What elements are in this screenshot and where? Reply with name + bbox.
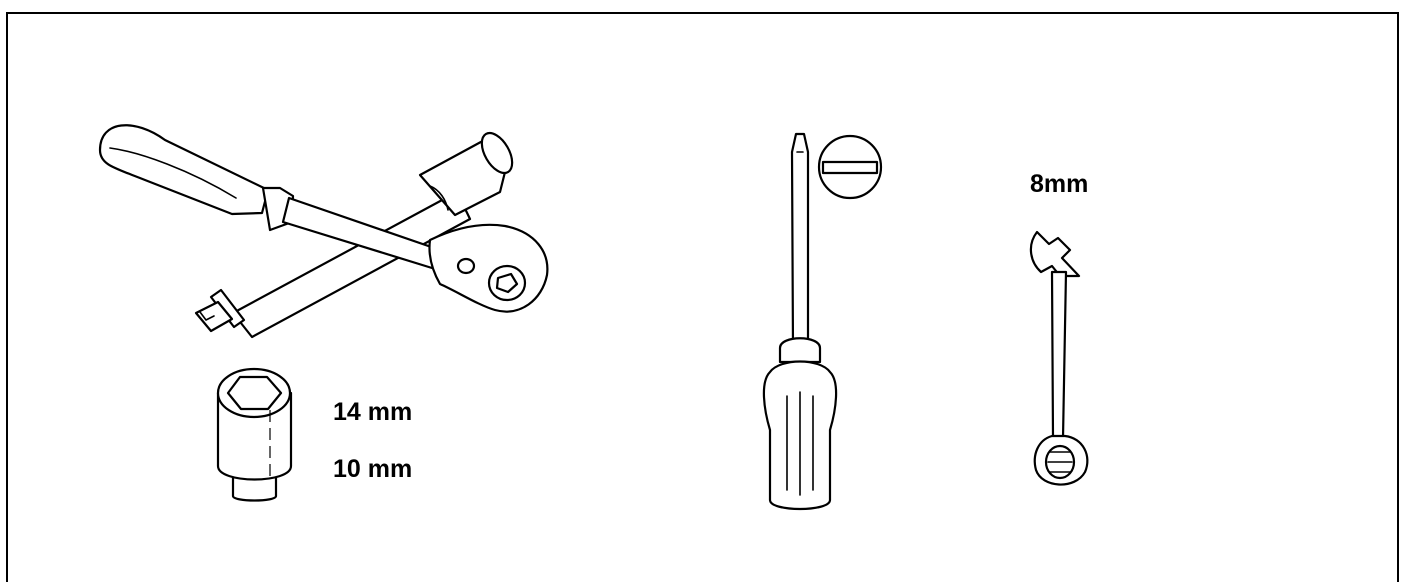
combination-wrench-icon: [1029, 230, 1089, 486]
socket-size-10: 10 mm: [333, 455, 413, 483]
flat-screwdriver-icon: [762, 132, 838, 511]
socket-icon: [216, 367, 293, 502]
extension-bar-icon: [194, 131, 514, 339]
flat-tip-symbol-icon: [817, 134, 883, 200]
ratchet-handle-icon: [98, 124, 549, 313]
socket-size-14: 14 mm: [333, 398, 413, 426]
diagram-frame: [6, 12, 1399, 582]
wrench-size-label: 8mm: [1030, 170, 1089, 198]
